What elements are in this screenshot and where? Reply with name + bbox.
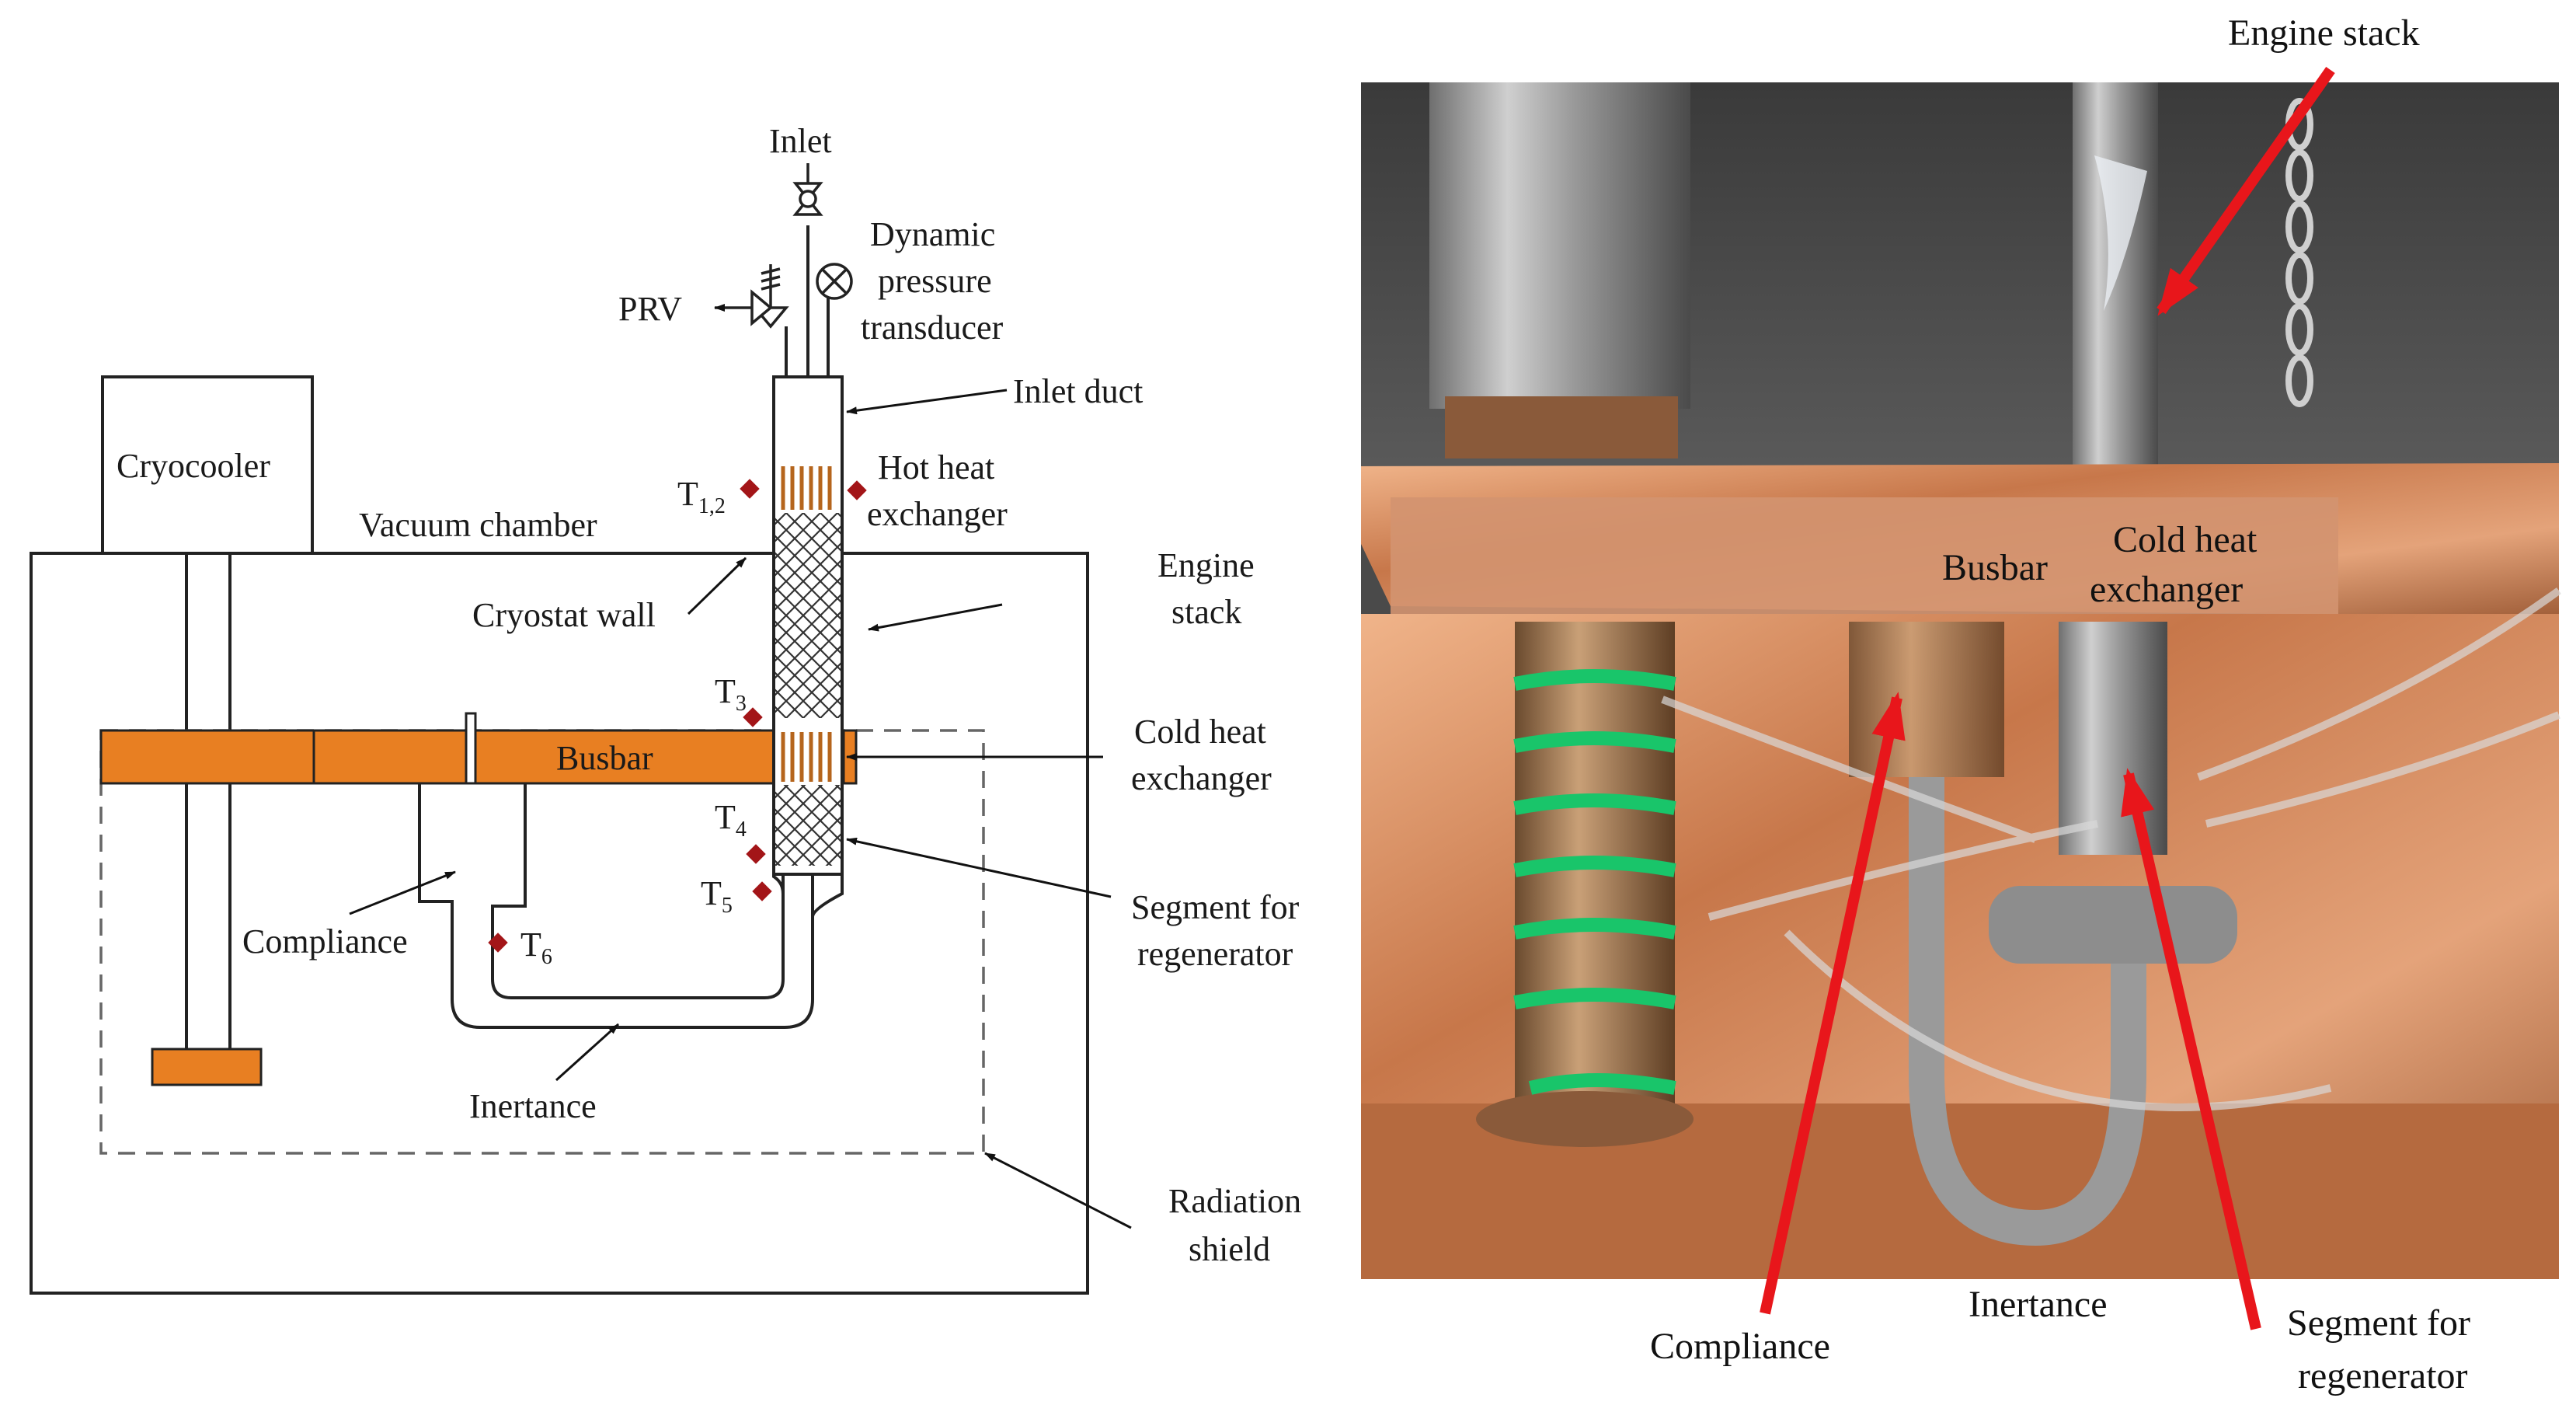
sensor-marker-t12b: [847, 480, 867, 500]
photo-label-cold-hx-2: exchanger: [2090, 569, 2243, 610]
label-inertance: Inertance: [469, 1087, 597, 1125]
photo-lower-flange: [1989, 886, 2237, 964]
label-t3: T3: [715, 672, 747, 716]
label-hot-hx-2: exchanger: [867, 495, 1008, 533]
photo-label-segment-2: regenerator: [2298, 1355, 2468, 1396]
photo-label-busbar: Busbar: [1942, 547, 2048, 588]
label-vacuum-chamber: Vacuum chamber: [359, 506, 597, 544]
label-radiation-1: Radiation: [1168, 1182, 1301, 1220]
photo-green-tape: [1513, 669, 1676, 1095]
label-segment-1: Segment for: [1131, 888, 1300, 926]
stack-hatch: [775, 513, 841, 718]
label-t6: T6: [520, 926, 552, 969]
busbar-slot: [465, 712, 477, 785]
radiation-shield-outline: [99, 729, 985, 1155]
label-inlet-duct: Inlet duct: [1013, 372, 1143, 410]
label-segment-2: regenerator: [1137, 935, 1293, 973]
cryocooler-shaft: [185, 552, 231, 1052]
sensor-marker-t12: [740, 479, 760, 499]
label-cryocooler: Cryocooler: [117, 447, 270, 485]
cold-hx-fins: [781, 732, 832, 782]
cold-plate: [151, 1048, 263, 1086]
compliance-volume: [418, 783, 814, 1029]
label-dpt-1: Dynamic: [870, 215, 995, 253]
photo-label-cold-hx-1: Cold heat: [2113, 519, 2257, 560]
photo-label-compliance: Compliance: [1650, 1326, 1830, 1367]
label-prv: PRV: [618, 290, 682, 328]
photo-wires: [1661, 587, 2561, 1111]
inlet-valve-icon: [792, 163, 823, 216]
photo-compliance-base: [1476, 1091, 1694, 1147]
stack-taper: [772, 870, 844, 918]
label-cold-hx-2: exchanger: [1131, 759, 1272, 797]
hot-hx-fins: [781, 466, 832, 510]
photo-engine-stack-highlight: [2094, 155, 2147, 311]
label-cryostat-wall: Cryostat wall: [472, 596, 656, 634]
photo-inertance-tube: [1909, 777, 2146, 1246]
label-t4: T4: [715, 798, 747, 842]
photo-busbar-front: [1391, 497, 2338, 614]
label-hot-hx-1: Hot heat: [878, 448, 994, 486]
label-inlet: Inlet: [769, 122, 832, 160]
label-dpt-3: transducer: [861, 309, 1004, 347]
photo-label-segment-1: Segment for: [2287, 1302, 2470, 1344]
prv-valve-icon: [714, 264, 789, 329]
label-radiation-2: shield: [1189, 1230, 1270, 1268]
label-cold-hx-1: Cold heat: [1134, 713, 1266, 751]
label-t12: T1,2: [677, 475, 726, 518]
photo-label-engine-stack: Engine stack: [2228, 12, 2420, 54]
label-engine-stack-1: Engine: [1157, 546, 1255, 584]
vacuum-chamber-outline: [30, 552, 1089, 1295]
photo-engine-stack-tube: [2073, 82, 2158, 502]
label-t5: T5: [701, 874, 733, 918]
photo-steel-cylinder: [1429, 82, 1690, 409]
photo-regenerator-segment: [2059, 622, 2167, 855]
label-busbar: Busbar: [556, 739, 653, 777]
label-compliance: Compliance: [242, 922, 408, 961]
sensor-marker-t3: [743, 707, 763, 727]
schematic-diagram: Inlet Dynamic pressure transducer PRV In…: [30, 122, 1301, 1295]
photo-cylinder-flange: [1445, 396, 1678, 458]
photo-red-arrows: [1760, 66, 2335, 1330]
label-dpt-2: pressure: [878, 262, 992, 300]
sensor-marker-t5: [752, 881, 772, 901]
regenerator-hatch: [775, 785, 841, 866]
inertance-inner: [491, 783, 785, 999]
label-engine-stack-2: stack: [1171, 593, 1241, 631]
leader-lines: [349, 389, 1132, 1229]
photo-label-inertance: Inertance: [1969, 1284, 2108, 1325]
sensor-marker-t4: [746, 844, 766, 864]
apparatus-photo: Engine stack Busbar Cold heat exchanger …: [1361, 12, 2561, 1396]
photo-chain: [2285, 98, 2313, 407]
busbar-bar: [99, 729, 858, 785]
photo-middle-column: [1849, 622, 2004, 777]
pressure-transducer-icon: [816, 263, 853, 300]
